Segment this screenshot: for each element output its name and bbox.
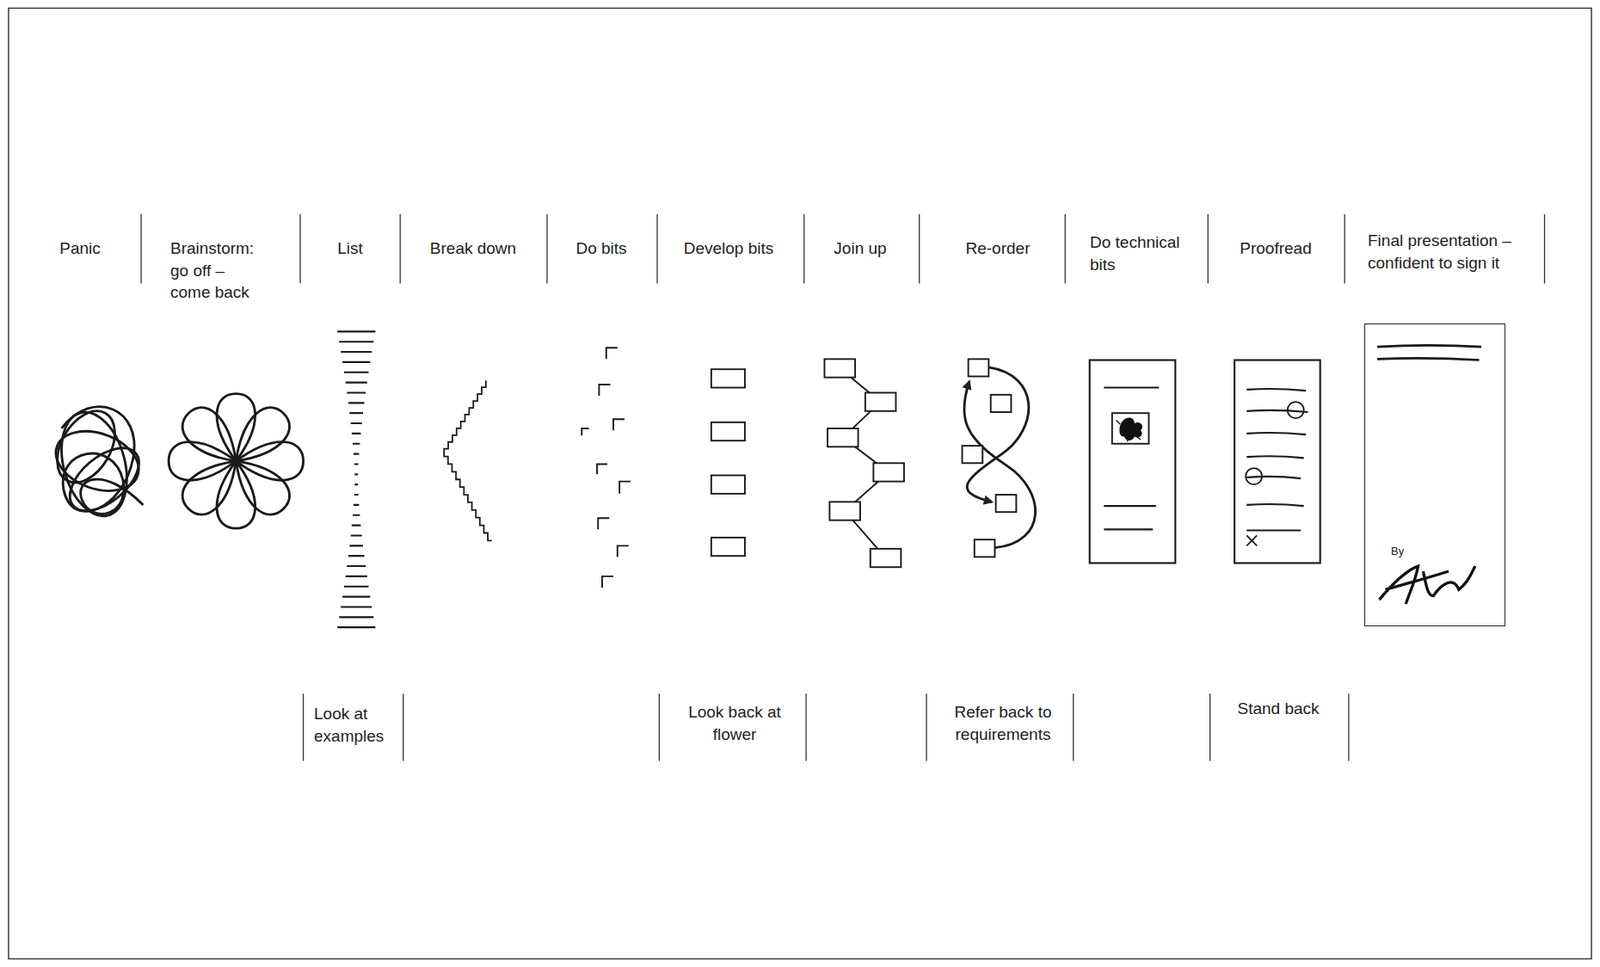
divider <box>656 214 658 284</box>
flower-petal <box>174 447 250 523</box>
page-outline <box>1089 360 1176 564</box>
correction-circle <box>1245 467 1262 485</box>
flower-petal <box>174 400 250 475</box>
bit-box <box>827 428 859 447</box>
joined-boxes <box>824 358 904 567</box>
figure-frame <box>1112 412 1150 444</box>
step-label: Refer back to requirements <box>942 701 1064 745</box>
page-outline <box>1234 360 1321 564</box>
bit-box <box>711 369 745 388</box>
reorder-figure <box>962 358 1036 557</box>
bit-box <box>870 548 902 567</box>
technical-document <box>1089 360 1176 564</box>
flower-petal <box>168 442 236 481</box>
signature <box>1378 566 1475 604</box>
divider <box>402 693 404 761</box>
divider <box>658 693 660 761</box>
step-label: Break down <box>430 237 517 260</box>
document-box: By <box>1364 323 1506 627</box>
step-label: Brainstorm: go off – come back <box>170 237 264 304</box>
bit-corners <box>581 347 631 588</box>
step-label: List <box>337 237 364 260</box>
bit-box <box>711 537 745 556</box>
cross-mark <box>1246 535 1257 546</box>
divider <box>1209 693 1211 761</box>
divider <box>1347 693 1349 761</box>
bit-box <box>968 358 990 376</box>
break-down-steps <box>443 380 492 541</box>
step-label: Develop bits <box>683 237 775 260</box>
step-label: Join up <box>833 237 887 260</box>
divider <box>400 214 401 284</box>
divider <box>1343 214 1345 284</box>
divider <box>805 693 807 761</box>
final-document-art <box>1377 344 1482 604</box>
text-lines <box>1377 344 1482 360</box>
scribble-loop <box>45 400 127 493</box>
divider <box>302 693 304 761</box>
outer-frame <box>8 7 1592 959</box>
divider <box>803 214 805 284</box>
step-label: Re-order <box>966 237 1031 260</box>
developed-bits <box>711 369 745 556</box>
divider <box>1207 214 1209 284</box>
bit-box <box>974 539 996 557</box>
step-label: Look back at flower <box>687 701 782 745</box>
list-lines <box>337 331 376 628</box>
figure-blob <box>1119 417 1143 441</box>
bit-box <box>824 358 856 377</box>
bit-box <box>996 494 1017 512</box>
proofread-document <box>1234 360 1321 564</box>
joined-bits <box>824 358 904 567</box>
step-label: Proofread <box>1239 237 1311 260</box>
bit-box <box>873 462 905 481</box>
divider <box>925 693 927 761</box>
divider <box>1064 214 1066 284</box>
text-lines <box>1246 388 1308 531</box>
step-label: Do technical bits <box>1089 231 1198 276</box>
step-label: Stand back <box>1236 697 1319 720</box>
divider <box>1544 214 1545 284</box>
reorder-arrow <box>966 367 1029 503</box>
figure-legs <box>1116 419 1141 442</box>
reorder-boxes <box>962 358 1017 557</box>
reorder-arrow <box>964 381 1036 548</box>
divider <box>546 214 548 284</box>
bit-box <box>829 501 861 520</box>
step-label: Final presentation – confident to sign i… <box>1367 229 1540 274</box>
node-text: By <box>1390 544 1404 559</box>
divider <box>299 214 301 284</box>
divider <box>1072 693 1074 761</box>
bit-box <box>962 445 984 463</box>
bit-box <box>990 394 1012 413</box>
bit-box <box>711 422 745 441</box>
column-dividers <box>141 214 1545 762</box>
divider <box>918 214 920 284</box>
scribble-line <box>61 406 144 515</box>
bit-box <box>711 475 745 494</box>
scribble-loop <box>50 405 138 524</box>
step-label: Panic <box>59 237 101 260</box>
text-lines <box>1103 387 1159 530</box>
step-label: Do bits <box>575 237 627 260</box>
divider <box>140 214 142 284</box>
brainstorm-flower <box>168 393 304 530</box>
correction-circle <box>1287 401 1305 419</box>
step-label: Look at examples <box>313 702 400 747</box>
panic-scribble <box>45 400 151 524</box>
bit-box <box>865 392 897 411</box>
